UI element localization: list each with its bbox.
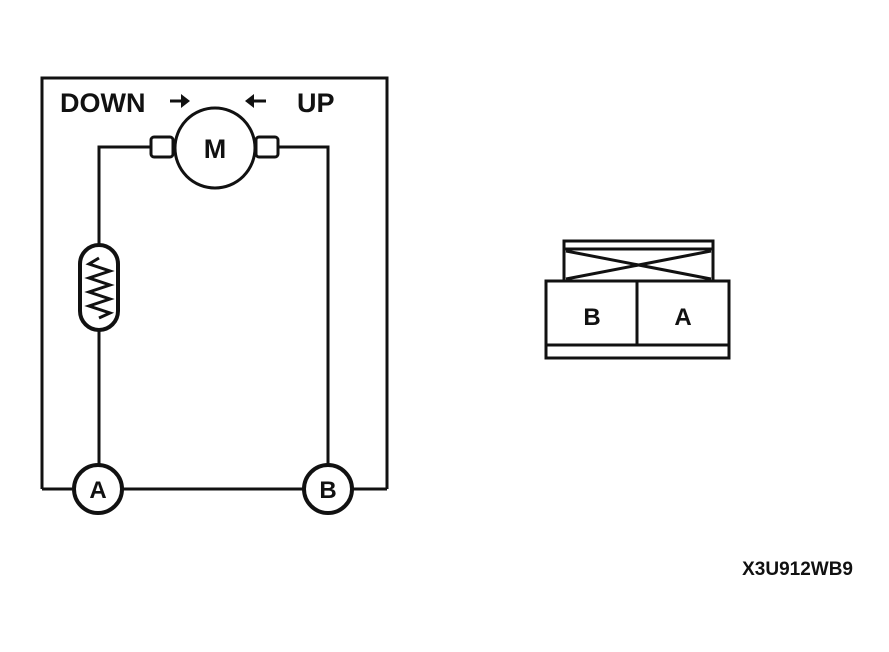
figure-code: X3U912WB9	[742, 559, 853, 580]
terminal-a: A	[72, 463, 124, 515]
connector-latch-cross	[565, 249, 712, 281]
arrow-right-icon	[170, 94, 190, 108]
direction-down-label: DOWN	[60, 88, 145, 118]
connector-pin-b: B	[583, 304, 600, 331]
wire-left	[97, 145, 151, 245]
motor-symbol: M	[149, 106, 280, 190]
terminal-a-label: A	[89, 477, 106, 504]
motor-label: M	[204, 134, 227, 164]
housing-outline	[40, 76, 389, 489]
direction-up-label: UP	[297, 88, 335, 118]
terminal-b-label: B	[319, 477, 336, 504]
resistor-symbol	[78, 243, 120, 332]
connector-face: B A	[544, 239, 731, 360]
terminal-b: B	[302, 463, 354, 515]
arrow-left-icon	[245, 94, 266, 108]
wire-right	[278, 145, 330, 466]
connector-pin-a: A	[674, 304, 691, 331]
